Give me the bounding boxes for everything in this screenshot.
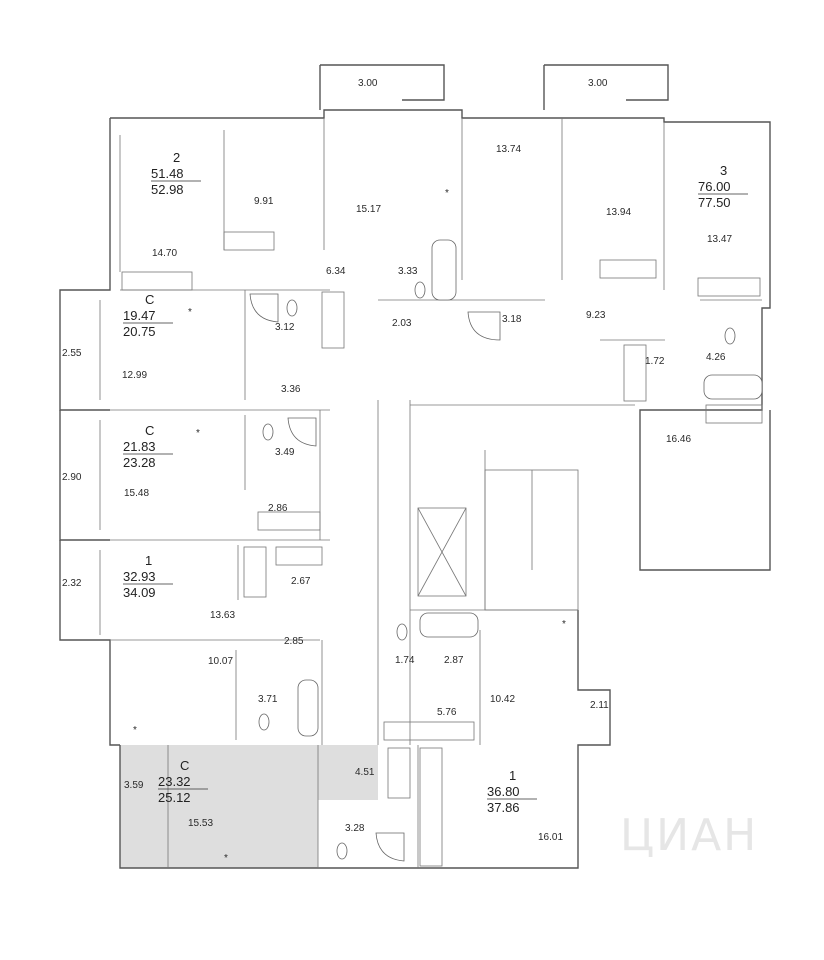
room-area-label: 2.67: [291, 576, 311, 587]
room-area-label: 3.00: [358, 78, 378, 89]
room-area-label: 3.49: [275, 447, 295, 458]
room-area-label: 2.03: [392, 318, 412, 329]
highlighted-room: [168, 745, 318, 868]
svg-text:*: *: [196, 428, 200, 439]
svg-text:*: *: [188, 307, 192, 318]
apartment-total-area: 20.75: [123, 324, 156, 339]
outer-walls: [59, 64, 771, 869]
room-area-label: 5.76: [437, 707, 457, 718]
room-area-label: 13.74: [496, 144, 521, 155]
apartment-type: 3: [720, 163, 727, 178]
room-area-label: 12.99: [122, 370, 147, 381]
room-area-label: 15.48: [124, 488, 149, 499]
room-area-label: 15.53: [188, 818, 213, 829]
room-area-label: 3.33: [398, 266, 418, 277]
watermark: ЦИАН: [620, 810, 758, 861]
bathtub-icon: [297, 239, 763, 737]
room-area-label: 4.26: [706, 352, 726, 363]
room-area-label: 1.72: [645, 356, 665, 367]
room-area-label: 3.59: [124, 780, 144, 791]
room-area-label: 2.90: [62, 472, 82, 483]
apartment-living-area: 19.47: [123, 308, 156, 323]
room-labels: 3.00 3.00 13.74 9.91 15.17 13.94 13.47 14.70 6.3…: [62, 78, 732, 843]
room-area-label: 2.87: [444, 655, 464, 666]
room-area-label: 13.63: [210, 610, 235, 621]
room-area-label: 3.12: [275, 322, 295, 333]
room-area-label: 2.55: [62, 348, 82, 359]
apartment-total-area: 25.12: [158, 790, 191, 805]
room-area-label: 13.94: [606, 207, 631, 218]
room-area-label: 2.86: [268, 503, 288, 514]
room-area-label: 2.11: [590, 700, 609, 711]
highlighted-balcony: [120, 750, 158, 868]
apartment-total-area: 52.98: [151, 182, 184, 197]
room-area-label: 9.91: [254, 196, 274, 207]
svg-text:*: *: [224, 853, 228, 864]
room-area-label: 14.70: [152, 248, 177, 259]
room-area-label: 10.07: [208, 656, 233, 667]
room-area-label: 1.74: [395, 655, 415, 666]
room-area-label: 6.34: [326, 266, 346, 277]
stairs-icon: [484, 469, 579, 611]
room-area-label: 3.18: [502, 314, 522, 325]
room-area-label: 3.36: [281, 384, 301, 395]
apartment-living-area: 21.83: [123, 439, 156, 454]
apartment-living-area: 36.80: [487, 784, 520, 799]
apartment-type: С: [145, 292, 154, 307]
balcony-rails: [121, 231, 763, 867]
room-area-label: 3.00: [588, 78, 608, 89]
apartment-living-area: 32.93: [123, 569, 156, 584]
apartment-total-area: 37.86: [487, 800, 520, 815]
room-area-label: 9.23: [586, 310, 606, 321]
apartment-type: 2: [173, 150, 180, 165]
room-area-label: 10.42: [490, 694, 515, 705]
room-area-label: 2.32: [62, 578, 82, 589]
svg-text:*: *: [445, 188, 449, 199]
apartment-total-area: 77.50: [698, 195, 731, 210]
room-area-label: 16.01: [538, 832, 563, 843]
room-area-label: 4.51: [355, 767, 375, 778]
apartment-type: С: [145, 423, 154, 438]
apartment-type: 1: [145, 553, 152, 568]
shower-icon: [249, 293, 501, 862]
svg-text:*: *: [562, 619, 566, 630]
apartment-total-area: 34.09: [123, 585, 156, 600]
apartment-labels: 251.4852.98376.0077.50С19.4720.75С21.832…: [123, 150, 748, 815]
svg-text:*: *: [133, 725, 137, 736]
apartment-type: С: [180, 758, 189, 773]
highlighted-hall: [318, 745, 378, 800]
room-area-label: 15.17: [356, 204, 381, 215]
apartment-type: 1: [509, 768, 516, 783]
apartment-living-area: 51.48: [151, 166, 184, 181]
room-area-label: 13.47: [707, 234, 732, 245]
apartment-living-area: 76.00: [698, 179, 731, 194]
toilet-icon: [258, 281, 736, 860]
apartment-total-area: 23.28: [123, 455, 156, 470]
room-area-label: 3.28: [345, 823, 365, 834]
apartment-living-area: 23.32: [158, 774, 191, 789]
interior-walls: [99, 118, 762, 868]
room-area-label: 3.71: [258, 694, 278, 705]
star-icon: * * * * * *: [133, 188, 566, 864]
room-area-label: 16.46: [666, 434, 691, 445]
elevator-icon: [417, 507, 467, 597]
room-area-label: 2.85: [284, 636, 304, 647]
